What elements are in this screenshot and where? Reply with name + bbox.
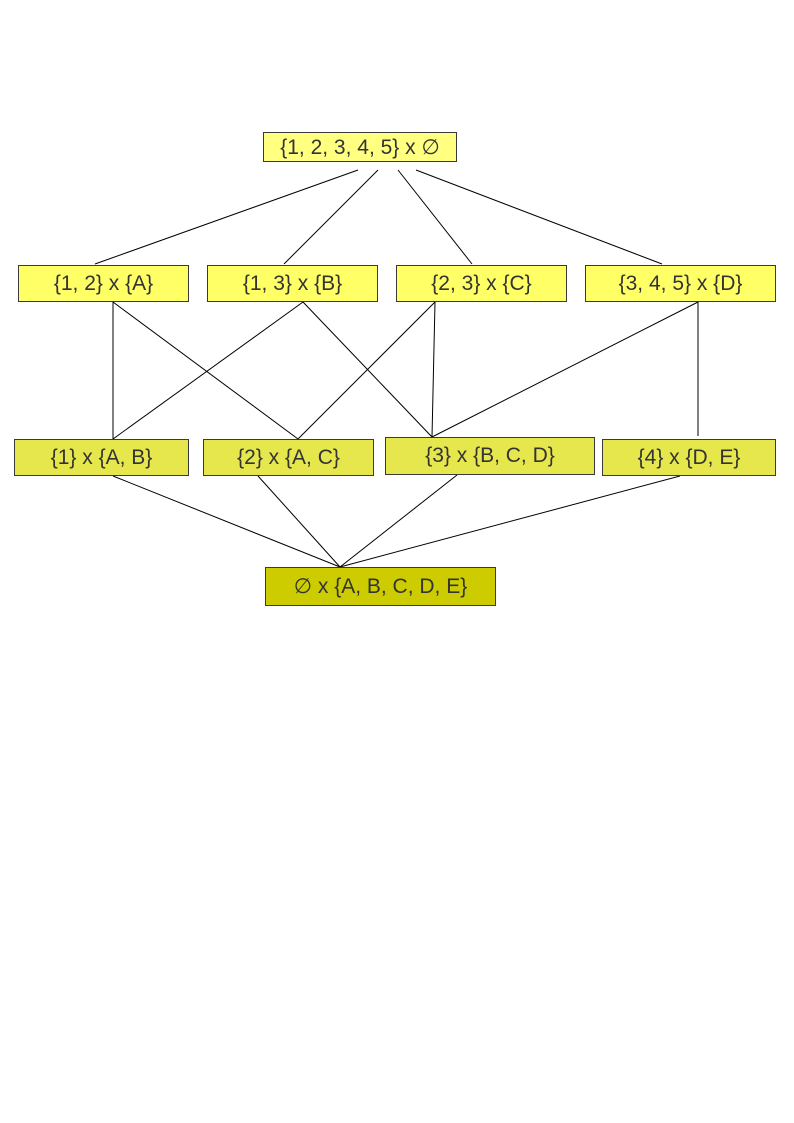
node-bottom: ∅ x {A, B, C, D, E} [265, 567, 496, 606]
node-1-AB: {1} x {A, B} [14, 439, 189, 476]
edge-n345_D-n3_BCD [431, 301, 699, 438]
edge-top-n12_A [94, 169, 359, 265]
edge-n4_DE-bottom [339, 475, 681, 568]
edge-top-n345_D [415, 169, 663, 265]
edge-n2_AC-bottom [257, 475, 341, 568]
node-345-D: {3, 4, 5} x {D} [585, 265, 776, 302]
edge-n23_C-n2_AC [297, 301, 436, 440]
node-3-BCD: {3} x {B, C, D} [385, 437, 595, 475]
edge-n23_C-n3_BCD [431, 301, 436, 438]
edge-top-n13_B [283, 169, 379, 265]
edge-n12_A-n2_AC [112, 301, 299, 440]
edge-top-n23_C [397, 169, 473, 265]
edge-n3_BCD-bottom [339, 474, 458, 568]
node-4-DE: {4} x {D, E} [602, 439, 776, 476]
edge-n13_B-n1_AB [112, 301, 304, 440]
node-23-C: {2, 3} x {C} [396, 265, 567, 302]
node-12-A: {1, 2} x {A} [18, 265, 189, 302]
node-2-AC: {2} x {A, C} [203, 439, 374, 476]
node-top: {1, 2, 3, 4, 5} x ∅ [263, 132, 457, 162]
node-13-B: {1, 3} x {B} [207, 265, 378, 302]
edge-n1_AB-bottom [112, 475, 341, 568]
